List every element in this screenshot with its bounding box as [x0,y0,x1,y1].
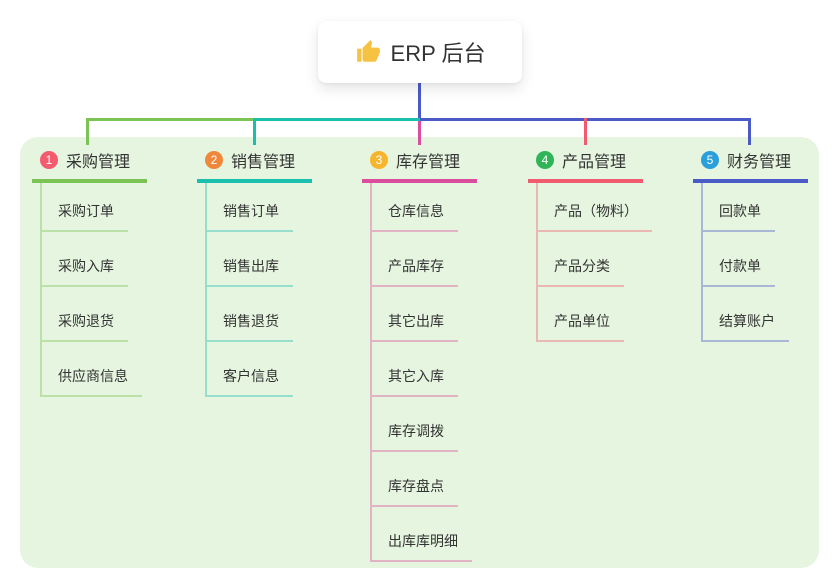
branch-title: 产品管理 [562,154,627,171]
branch-children: 产品（物料）产品分类产品单位 [536,183,652,342]
child-node[interactable]: 销售出库 [207,232,293,287]
child-node[interactable]: 采购入库 [42,232,128,287]
child-node[interactable]: 结算账户 [703,287,789,342]
child-node[interactable]: 供应商信息 [42,342,142,397]
child-node[interactable]: 采购退货 [42,287,128,342]
connector-root-line [418,83,421,121]
branch-header[interactable]: 1 采购管理 [32,148,147,183]
branch: 5 财务管理 回款单付款单结算账户 [693,148,808,342]
branch-header[interactable]: 2 销售管理 [197,148,312,183]
branch: 2 销售管理 销售订单销售出库销售退货客户信息 [197,148,312,397]
branch: 3 库存管理 仓库信息产品库存其它出库其它入库库存调拨库存盘点出库库明细 [362,148,477,562]
child-node[interactable]: 其它入库 [372,342,458,397]
branch-badge: 5 [701,151,719,169]
branch-children: 销售订单销售出库销售退货客户信息 [205,183,312,397]
branch-badge: 3 [370,151,388,169]
branch: 4 产品管理 产品（物料）产品分类产品单位 [528,148,652,342]
branch-header[interactable]: 5 财务管理 [693,148,808,183]
child-node[interactable]: 其它出库 [372,287,458,342]
branch-badge: 4 [536,151,554,169]
connector-drop-branch-5 [748,118,751,145]
thumbs-up-icon [355,39,381,65]
branch-header[interactable]: 3 库存管理 [362,148,477,183]
connector-drop-branch-3 [418,121,421,145]
child-node[interactable]: 仓库信息 [372,183,458,232]
child-node[interactable]: 产品（物料） [538,183,652,232]
branch-title: 销售管理 [231,154,296,171]
branches-panel [20,137,819,568]
child-node[interactable]: 销售订单 [207,183,293,232]
connector-horizontal-segment-2 [254,118,420,121]
child-node[interactable]: 回款单 [703,183,775,232]
connector-drop-branch-1 [86,118,89,145]
child-node[interactable]: 付款单 [703,232,775,287]
connector-drop-branch-4 [584,118,587,145]
child-node[interactable]: 采购订单 [42,183,128,232]
child-node[interactable]: 客户信息 [207,342,293,397]
child-node[interactable]: 出库库明细 [372,507,472,562]
branch-header[interactable]: 4 产品管理 [528,148,643,183]
branch-badge: 1 [40,151,58,169]
connector-horizontal-segment-1 [86,118,254,121]
root-title: ERP 后台 [390,41,486,66]
branch-children: 仓库信息产品库存其它出库其它入库库存调拨库存盘点出库库明细 [370,183,477,562]
branch: 1 采购管理 采购订单采购入库采购退货供应商信息 [32,148,147,397]
connector-drop-branch-2 [253,118,256,145]
child-node[interactable]: 库存调拨 [372,397,458,452]
branch-title: 库存管理 [396,154,461,171]
branch-title: 采购管理 [66,154,131,171]
branch-children: 采购订单采购入库采购退货供应商信息 [40,183,147,397]
child-node[interactable]: 产品分类 [538,232,624,287]
child-node[interactable]: 库存盘点 [372,452,458,507]
child-node[interactable]: 产品库存 [372,232,458,287]
child-node[interactable]: 销售退货 [207,287,293,342]
branch-children: 回款单付款单结算账户 [701,183,808,342]
branch-title: 财务管理 [727,154,792,171]
child-node[interactable]: 产品单位 [538,287,624,342]
root-node[interactable]: ERP 后台 [318,21,522,83]
branch-badge: 2 [205,151,223,169]
